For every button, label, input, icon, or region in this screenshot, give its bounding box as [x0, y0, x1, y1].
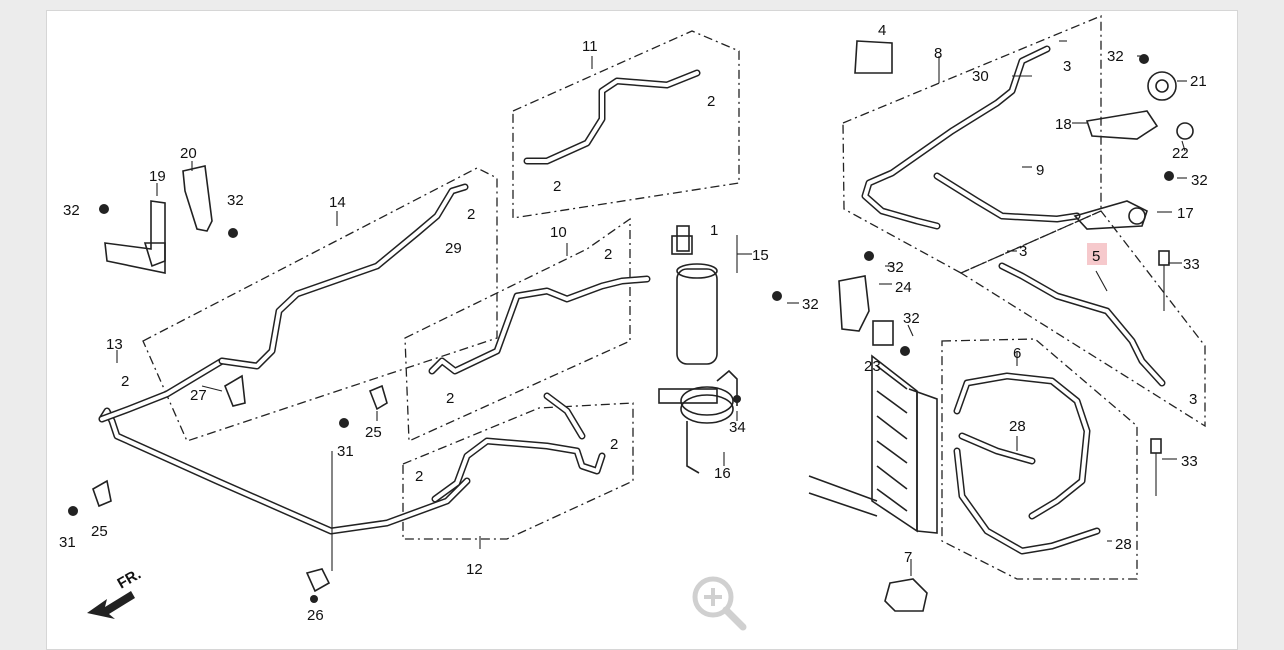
label-16: 16	[714, 465, 731, 482]
label-33: 33	[1183, 256, 1200, 273]
label-2: 2	[707, 93, 715, 110]
outline-12	[402, 402, 634, 540]
leader-lines	[99, 40, 1187, 576]
drier-bracket	[680, 394, 734, 424]
bracket-18	[1085, 110, 1159, 140]
bracket-20	[182, 165, 213, 232]
outline-10	[404, 217, 631, 442]
label-3: 3	[1019, 243, 1027, 260]
label-32: 32	[63, 202, 80, 219]
label-1: 1	[710, 222, 718, 239]
label-32: 32	[1191, 172, 1208, 189]
bolts	[68, 54, 1174, 603]
label-31: 31	[337, 443, 354, 460]
label-11: 11	[582, 38, 598, 55]
label-25: 25	[91, 523, 108, 540]
label-2: 2	[604, 246, 612, 263]
components	[68, 40, 1194, 612]
bracket-24	[838, 275, 870, 332]
outline-11	[512, 30, 740, 219]
label-18: 18	[1055, 116, 1072, 133]
label-2: 2	[415, 468, 423, 485]
label-13: 13	[106, 336, 123, 353]
outline-6	[941, 338, 1138, 580]
pressure-sensor	[884, 578, 928, 612]
label-5: 5	[1092, 248, 1100, 265]
label-22: 22	[1172, 145, 1189, 162]
label-30: 30	[972, 68, 989, 85]
label-19: 19	[149, 168, 166, 185]
label-10: 10	[550, 224, 567, 241]
ac-parts-diagram[interactable]: 1 2 2 2 2 2 2 2 2 2 3 3 3 4 5 6 7 8 9 10…	[47, 11, 1239, 634]
front-direction-arrow: FR.	[87, 566, 144, 619]
label-33: 33	[1181, 453, 1198, 470]
zoom-in-icon[interactable]	[687, 571, 751, 635]
label-7: 7	[904, 549, 912, 566]
label-28: 28	[1115, 536, 1132, 553]
label-2: 2	[446, 390, 454, 407]
label-plate-4	[854, 40, 893, 74]
label-8: 8	[934, 45, 942, 62]
label-17: 17	[1177, 205, 1194, 222]
clamp-21	[1147, 71, 1177, 101]
label-3: 3	[1189, 391, 1197, 408]
clamp-25-a	[368, 384, 388, 411]
label-2: 2	[553, 178, 561, 195]
label-32: 32	[887, 259, 904, 276]
label-20: 20	[180, 145, 197, 162]
receiver-drier	[676, 268, 718, 365]
fr-label: FR.	[115, 566, 144, 593]
label-3: 3	[1063, 58, 1071, 75]
label-29: 29	[445, 240, 462, 257]
bracket-19	[143, 242, 166, 268]
part-22	[1176, 122, 1194, 140]
label-4: 4	[878, 22, 886, 39]
label-28: 28	[1009, 418, 1026, 435]
label-34: 34	[729, 419, 746, 436]
label-32: 32	[802, 296, 819, 313]
label-32: 32	[227, 192, 244, 209]
outline-14	[142, 167, 498, 442]
highlight-box	[1087, 243, 1107, 265]
label-31: 31	[59, 534, 76, 551]
clip-26	[305, 568, 331, 593]
label-23: 23	[864, 358, 881, 375]
label-14: 14	[329, 194, 346, 211]
part-23	[872, 320, 894, 346]
bolt-33-b	[1150, 438, 1162, 454]
label-6: 6	[1013, 345, 1021, 362]
pressure-switch	[676, 225, 690, 252]
label-32: 32	[1107, 48, 1124, 65]
label-2: 2	[610, 436, 618, 453]
label-12: 12	[466, 561, 483, 578]
part-labels: 1 2 2 2 2 2 2 2 2 2 3 3 3 4 5 6 7 8 9 10…	[59, 22, 1208, 624]
arrow-icon	[87, 591, 135, 619]
label-21: 21	[1190, 73, 1207, 90]
outline-5	[959, 210, 1206, 428]
label-25: 25	[365, 424, 382, 441]
outline-8	[842, 15, 1102, 274]
label-32: 32	[903, 310, 920, 327]
clamp-27	[224, 374, 246, 407]
bolt-33-a	[1158, 250, 1170, 266]
label-2: 2	[467, 206, 475, 223]
label-26: 26	[307, 607, 324, 624]
label-24: 24	[895, 279, 912, 296]
label-15: 15	[752, 247, 769, 264]
pipe-5	[998, 262, 1166, 387]
clamp-25-b	[92, 479, 112, 508]
label-9: 9	[1036, 162, 1044, 179]
condenser	[871, 354, 918, 533]
group-outlines	[142, 15, 1206, 580]
pipes	[98, 45, 1166, 555]
diagram-frame: 1 2 2 2 2 2 2 2 2 2 3 3 3 4 5 6 7 8 9 10…	[46, 10, 1238, 650]
bracket-17	[1073, 200, 1148, 230]
label-27: 27	[190, 387, 207, 404]
label-2: 2	[121, 373, 129, 390]
